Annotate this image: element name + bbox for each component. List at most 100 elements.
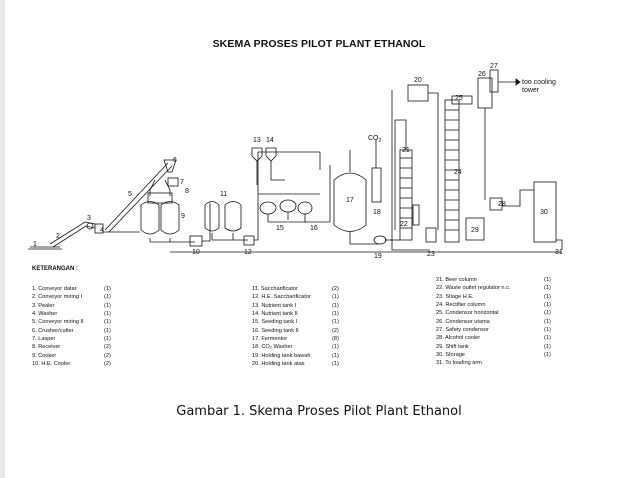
pealer [86,222,94,230]
legend-item-label: 24. Rectifier column [436,302,486,309]
legend-item-quantity: (1) [332,352,339,359]
legend-item-quantity: (1) [104,286,111,292]
legend-item: 3. Pealer(1) [32,302,122,310]
label-1: 1 [33,241,37,248]
legend-item-label: 15. Seeding tank I [252,319,298,326]
legend-item-label: 4. Washer [32,311,58,318]
he-saccharificator [243,235,255,246]
legend-item: 14. Nutrient tank II(1) [252,310,344,318]
legend-item: 28. Alcohol cooler(1) [436,334,556,342]
legend-item: 23. Stiage H.E. (1) [436,293,556,301]
lasper [167,177,179,187]
legend-item-label: 29. Shift tank [436,343,469,350]
storage-tank [533,181,557,243]
legend-item-label: 8. Receiver [32,344,61,351]
label-5: 5 [128,191,132,198]
legend-item-quantity: (1) [104,294,111,301]
label-24: 24 [454,169,462,176]
shift-tank [465,217,485,241]
seeding-tank-1 [259,201,277,215]
label-29: 29 [471,227,479,234]
legend-item-label: 20. Holding tank atas [252,361,305,368]
conveyor-miring-2 [104,162,169,231]
label-27: 27 [490,63,498,70]
legend-item: 12. H.E. Saccharificator(1) [252,293,344,301]
legend-item-label: 26. Condensor utama [436,318,490,325]
cooker-1 [140,201,160,235]
legend-item-label: 13. Nutrient tank I [252,302,297,309]
label-16: 16 [310,225,318,232]
holding-tank-atas [407,84,429,102]
legend-item: 18. CO₂ Washer(1) [252,343,344,351]
seeding-tank-2a [279,199,297,213]
nutrient-tank-1 [251,147,263,162]
legend-item: 31. To loading arm [436,359,556,367]
legend-item-label: 7. Lasper [32,336,56,343]
legend-item: 20. Holding tank atas(1) [252,360,344,368]
legend-item-quantity: (1) [104,327,111,334]
legend-item-label: 9. Cooker [32,352,57,359]
legend-item: 21. Beer column(1) [436,276,556,284]
out-label-line-2: tower [522,87,540,94]
legend-item-quantity: (1) [544,302,551,309]
legend-item: 15. Seeding tank I(1) [252,318,344,326]
legend-item-quantity: (2) [104,361,111,368]
legend-item-quantity: (1) [544,352,551,359]
process-flow-diagram: 1 2 3 4 5 6 7 8 9 10 11 12 13 14 15 16 1… [28,63,563,260]
legend-item-label: 27. Safety condensor [436,327,489,334]
label-21: 21 [402,147,410,154]
legend-item-label: 23. Stiage H.E. [436,293,474,300]
legend-heading: KETERANGAN : [32,266,78,272]
legend-item-quantity: (2) [104,352,111,359]
legend-item: 10. H.E. Cooler (2) [32,360,122,368]
legend-item: 4. Washer (1) [32,310,122,318]
legend-item: 1. Conveyor datar (1) [32,285,122,293]
label-22: 22 [400,221,408,228]
legend-item-label: 1. Conveyor datar [32,286,77,292]
legend-item-label: 2. Conveyor miring I [32,294,83,301]
legend-item-label: 25. Condensor horizontal [436,310,499,317]
legend-item: 2. Conveyor miring I (1) [32,293,122,301]
legend-item: 13. Nutrient tank I(1) [252,302,344,310]
label-10: 10 [192,249,200,256]
saccharificator-2 [224,201,242,232]
label-25: 25 [455,95,463,102]
legend-item: 16. Seeding tank II(2) [252,327,344,335]
legend-item-label: 17. Fermentor [252,336,288,343]
diagram-title: SKEMA PROSES PILOT PLANT ETHANOL [212,38,426,50]
legend-item-label: 5. Conveyor miring II [32,319,84,326]
legend-item: 19. Holding tank bawah (1) [252,352,344,360]
legend-column-3: 21. Beer column(1)22. Waste outlet regul… [436,276,556,368]
stiage-he [425,227,437,243]
out-label-line-1: too cooling [522,79,556,86]
fermentor [333,172,367,232]
legend-item: 24. Rectifier column (1) [436,301,556,309]
legend-item-label: 19. Holding tank bawah [252,352,311,359]
label-18: 18 [373,209,381,216]
co2-label: CO2 [368,135,382,144]
legend-item: 25. Condensor horizontal (1) [436,309,556,317]
label-23: 23 [427,251,435,258]
label-2: 2 [56,233,60,240]
label-8: 8 [185,188,189,195]
legend-item-label: 21. Beer column [436,277,477,283]
label-7: 7 [180,179,184,186]
legend-item-quantity: (1) [544,293,551,300]
label-12: 12 [244,249,252,256]
legend-item: 8. Receiver(2) [32,343,122,351]
legend-item: 17. Fermentor(8) [252,335,344,343]
legend-item-label: 10. H.E. Cooler [32,361,71,368]
legend-item: 29. Shift tank(1) [436,343,556,351]
legend-item: 11. Saccharificator(2) [252,285,344,293]
label-20: 20 [414,77,422,84]
label-15: 15 [276,225,284,232]
alcohol-cooler [489,197,503,211]
co2-washer [371,167,382,203]
legend-item: 5. Conveyor miring II(1) [32,318,122,326]
legend-item-quantity: (1) [544,310,551,317]
legend-item-quantity: (1) [544,335,551,342]
legend-item-label: 6. Crusher/cutter [32,327,74,334]
legend-item-quantity: (1) [104,311,111,318]
legend-item-quantity: (1) [332,344,339,351]
washer [94,223,104,234]
